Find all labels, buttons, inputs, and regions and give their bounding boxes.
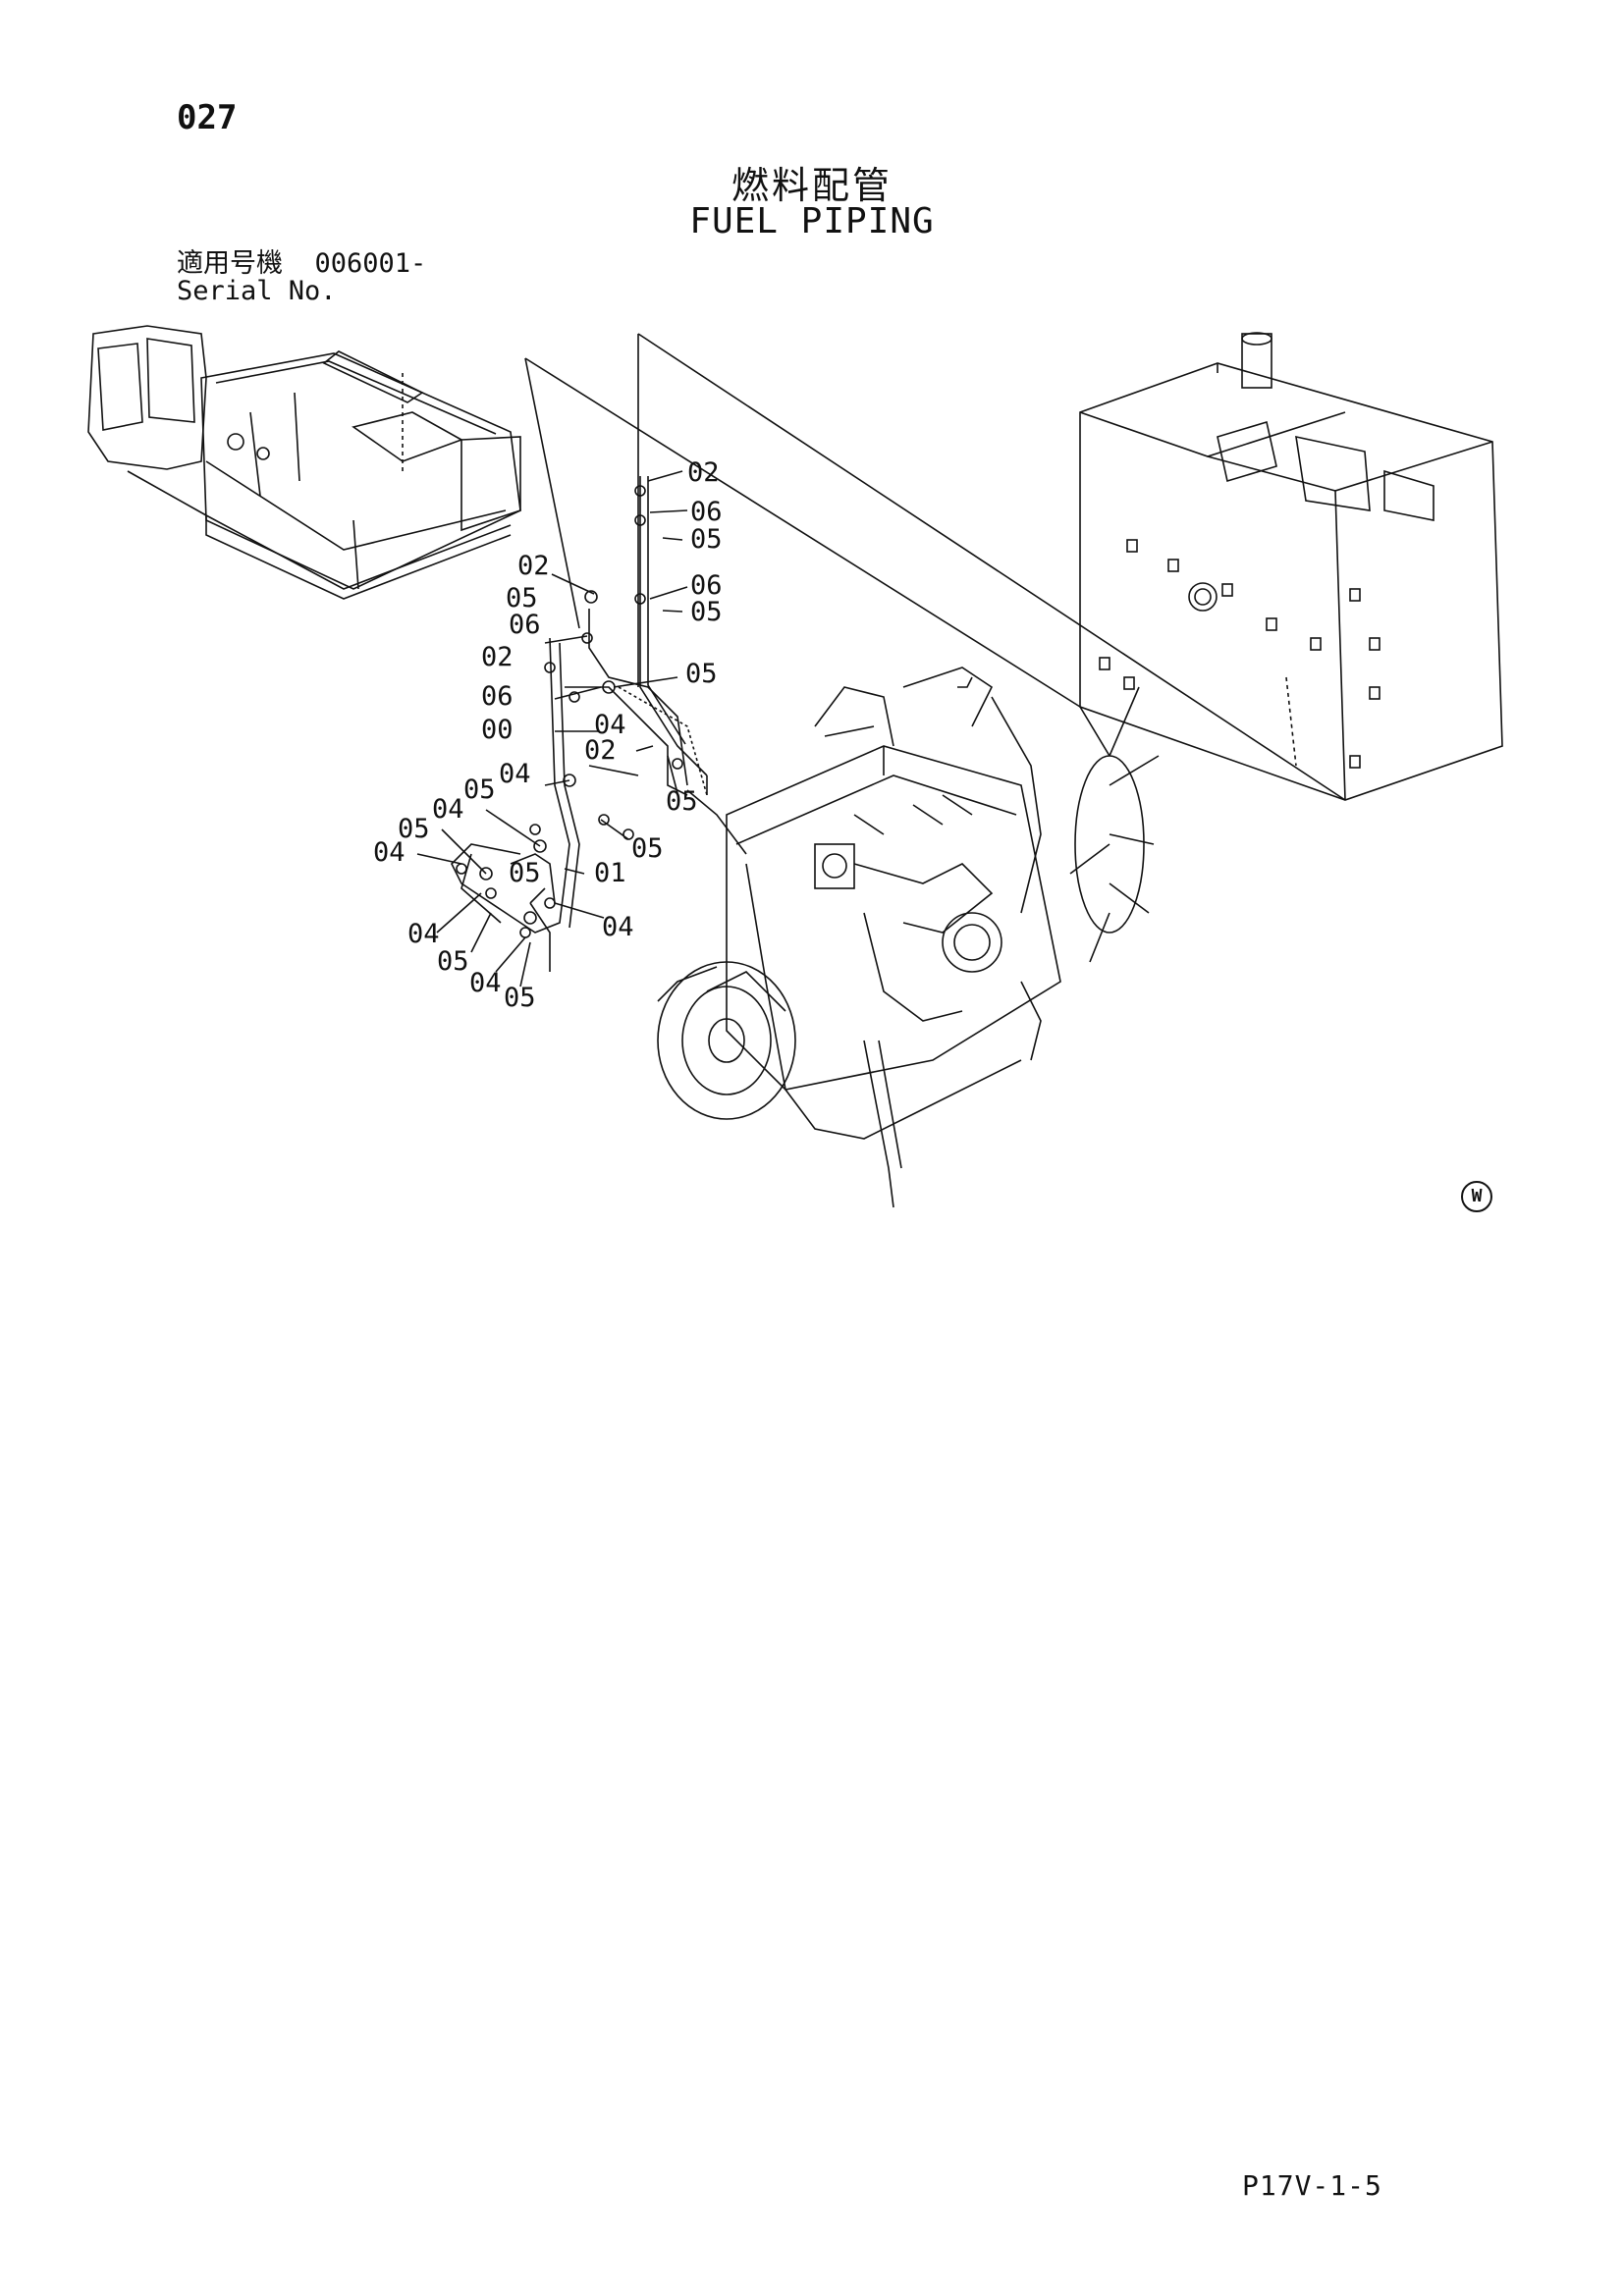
callout-label: 04 [432, 794, 464, 825]
callout-label: 04 [407, 919, 440, 949]
callout-label: 05 [398, 814, 430, 844]
serial-block: 適用号機 006001- Serial No. [177, 250, 426, 305]
callout-label: 02 [584, 735, 617, 766]
serial-row-ja: 適用号機 006001- [177, 250, 426, 278]
watermark-circled-w: W [1461, 1181, 1492, 1212]
callout-label: 04 [373, 837, 406, 868]
callout-label: 02 [481, 642, 514, 672]
serial-label-ja: 適用号機 [177, 248, 283, 279]
fuel-pipes [451, 476, 747, 972]
callout-label: 05 [690, 597, 723, 627]
callout-label: 02 [517, 551, 550, 581]
callout-label: 05 [685, 659, 718, 689]
callout-leaders [416, 470, 688, 988]
fuel-piping-diagram: 02 06 05 06 05 02 05 06 05 02 06 00 04 0… [87, 325, 1503, 1208]
callout-label: 00 [481, 715, 514, 745]
callout-label: 06 [509, 610, 541, 640]
callout-label: 02 [687, 457, 720, 488]
engine-illustration [657, 667, 1160, 1208]
serial-value: 006001- [314, 248, 427, 279]
title-english: FUEL PIPING [689, 201, 935, 241]
callout-label: 04 [499, 759, 531, 789]
footer-page-code: P17V-1-5 [1242, 2169, 1382, 2202]
callout-label: 05 [437, 946, 469, 977]
callout-label: 06 [690, 497, 723, 527]
title-japanese: 燃料配管 [731, 164, 893, 207]
callout-label: 06 [690, 570, 723, 601]
callout-label: 05 [690, 524, 723, 555]
serial-label-en: Serial No. [177, 276, 337, 306]
callout-numbers: 02 06 05 06 05 02 05 06 05 02 06 00 04 0… [373, 457, 723, 1013]
callout-label: 06 [481, 681, 514, 712]
callout-label: 04 [602, 912, 634, 942]
callout-label: 05 [509, 858, 541, 888]
callout-label: 04 [594, 710, 626, 740]
callout-label: 01 [594, 858, 626, 888]
callout-label: 05 [463, 774, 496, 805]
machine-overview-illustration [87, 325, 521, 600]
page-number: 027 [177, 98, 238, 137]
callout-label: 05 [504, 983, 536, 1013]
callout-label: 05 [631, 833, 664, 864]
callout-label: 05 [506, 583, 538, 614]
callout-label: 05 [666, 786, 698, 817]
fuel-tank-illustration [1079, 332, 1503, 801]
callout-label: 04 [469, 968, 502, 998]
